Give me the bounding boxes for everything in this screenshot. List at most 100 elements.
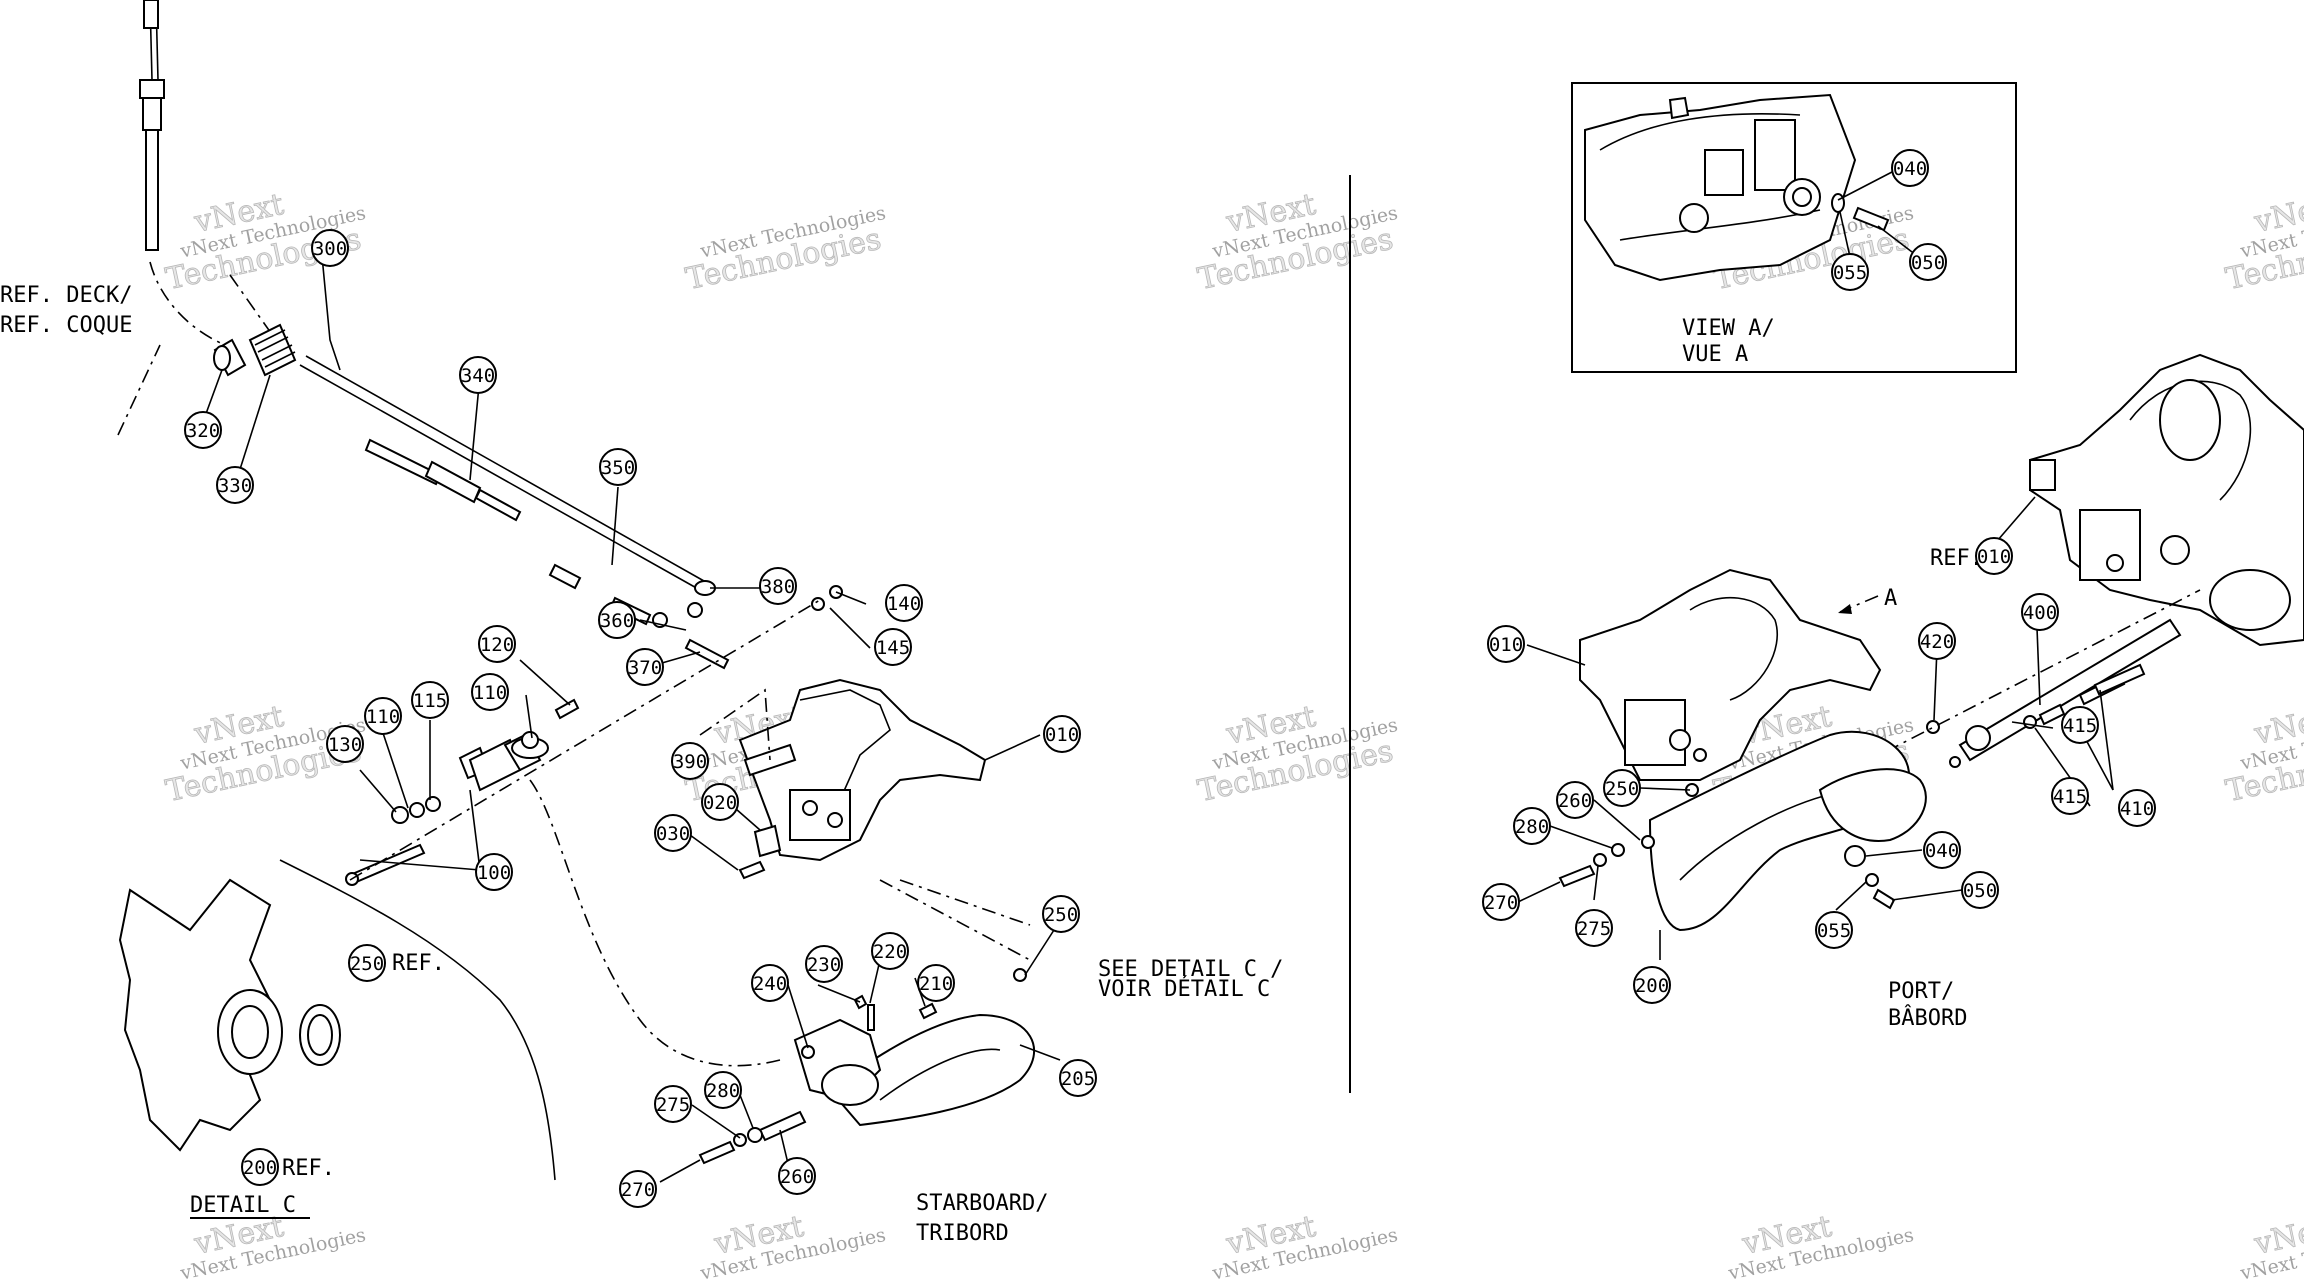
svg-text:030: 030 — [656, 823, 690, 845]
pin-260a — [758, 1110, 807, 1142]
watermark: vNext vNext Technologies Technologies — [2222, 187, 2304, 298]
svg-text:370: 370 — [628, 657, 662, 679]
callout-230: 230 — [805, 945, 843, 983]
starboard-label: STARBOARD/ — [916, 1191, 1048, 1216]
washer-145 — [811, 597, 825, 611]
vue-a-label: VUE A — [1682, 342, 1748, 367]
callout-260-port: 260 — [1556, 781, 1594, 819]
callout-350: 350 — [599, 448, 637, 486]
washer-420 — [1926, 720, 1940, 734]
callouts-left: 300 320 330 340 350 380 140 360 145 370 … — [184, 229, 1097, 1208]
watermark: vNext Technologies Technologies — [682, 202, 887, 298]
callout-145: 145 — [874, 628, 912, 666]
svg-text:050: 050 — [1963, 880, 1997, 902]
ref-label-010-port: REF. — [1930, 546, 1983, 571]
ref-label-200: REF. — [282, 1156, 335, 1181]
cable-route-curve — [529, 779, 781, 1067]
svg-text:400: 400 — [2023, 602, 2057, 624]
see-detail-label: SEE DETAIL C / — [1098, 957, 1283, 982]
callout-100: 100 — [475, 853, 513, 891]
watermark: vNext vNext Technologies Technologies — [1194, 699, 1399, 810]
watermark: vNext vNext Technologies — [2238, 1209, 2304, 1280]
svg-text:200: 200 — [243, 1157, 277, 1179]
voir-detail-label: VOIR DÉTAIL C — [1098, 976, 1270, 1002]
arrow-a-label: A — [1884, 586, 1897, 611]
control-cable-top — [139, 0, 165, 251]
svg-text:415: 415 — [2053, 786, 2087, 808]
svg-text:100: 100 — [477, 862, 511, 884]
callout-120: 120 — [478, 625, 516, 663]
callout-240: 240 — [751, 964, 789, 1002]
svg-text:205: 205 — [1061, 1068, 1095, 1090]
view-a-drawing — [1584, 93, 1890, 282]
svg-text:130: 130 — [328, 734, 362, 756]
screw-210 — [918, 1002, 938, 1020]
washer-110b — [521, 731, 539, 749]
svg-text:230: 230 — [807, 954, 841, 976]
callout-280-port: 280 — [1513, 807, 1551, 845]
dash-bracket — [699, 688, 1031, 926]
svg-text:275: 275 — [1577, 918, 1611, 940]
port-label: PORT/ — [1888, 979, 1954, 1004]
bolt-270a — [698, 1140, 736, 1165]
callout-300: 300 — [311, 229, 349, 267]
callout-415b: 415 — [2051, 777, 2089, 815]
washer-055b — [1865, 873, 1879, 887]
hub-240 — [793, 1018, 882, 1106]
watermark: vNext vNext Technologies — [1210, 1209, 1400, 1280]
svg-text:200: 200 — [1635, 975, 1669, 997]
handle-205-starboard — [828, 1013, 1036, 1127]
nut-320 — [213, 338, 247, 377]
bracket-010-port-lower — [1579, 568, 1882, 781]
bushing-250-starboard — [1013, 968, 1027, 982]
callout-320: 320 — [184, 411, 222, 449]
pivot-pipe-400 — [1949, 618, 2182, 768]
callout-400: 400 — [2021, 593, 2059, 631]
callout-200-detail: 200 — [241, 1148, 279, 1186]
callout-415a: 415 — [2061, 706, 2099, 744]
leader-lines-right — [1517, 171, 2114, 960]
bracket-010-port-upper — [2029, 353, 2304, 647]
svg-text:270: 270 — [621, 1179, 655, 1201]
svg-text:055: 055 — [1833, 262, 1867, 284]
babord-label: BÂBORD — [1888, 1005, 1967, 1031]
callouts-right: 040 050 055 010 010 420 400 415 415 410 … — [1482, 149, 2156, 1004]
callout-115: 115 — [411, 681, 449, 719]
svg-text:110: 110 — [473, 682, 507, 704]
callout-200-port: 200 — [1633, 966, 1671, 1004]
bracket-010-starboard — [738, 678, 987, 862]
svg-text:275: 275 — [656, 1094, 690, 1116]
svg-text:260: 260 — [1558, 790, 1592, 812]
svg-text:115: 115 — [413, 690, 447, 712]
watermark: vNext vNext Technologies Technologies — [1194, 187, 1399, 298]
svg-text:340: 340 — [461, 365, 495, 387]
callout-275-port: 275 — [1575, 909, 1613, 947]
svg-text:010: 010 — [1977, 546, 2011, 568]
washer-280b — [1611, 843, 1625, 857]
svg-text:280: 280 — [1515, 816, 1549, 838]
svg-text:050: 050 — [1911, 252, 1945, 274]
screw-220 — [867, 1004, 875, 1031]
callout-270-port: 270 — [1482, 883, 1520, 921]
callout-360: 360 — [598, 601, 636, 639]
svg-text:250: 250 — [1044, 904, 1078, 926]
ref-label-250: REF. — [392, 951, 445, 976]
svg-text:145: 145 — [876, 637, 910, 659]
svg-text:260: 260 — [780, 1166, 814, 1188]
callout-210: 210 — [917, 964, 955, 1002]
view-a-label: VIEW A/ — [1682, 316, 1775, 341]
svg-text:020: 020 — [703, 792, 737, 814]
ref-coque-label: REF. COQUE — [0, 313, 132, 338]
axis-line-port — [1859, 589, 2201, 766]
callout-250-starboard: 250 — [1042, 895, 1080, 933]
svg-text:110: 110 — [366, 706, 400, 728]
svg-text:140: 140 — [887, 593, 921, 615]
callout-280-starboard: 280 — [704, 1071, 742, 1109]
svg-text:040: 040 — [1925, 840, 1959, 862]
callout-010-starboard: 010 — [1043, 715, 1081, 753]
callout-410: 410 — [2118, 789, 2156, 827]
watermark: vNext vNext Technologies — [1726, 1209, 1916, 1280]
callout-330: 330 — [216, 466, 254, 504]
svg-text:010: 010 — [1045, 724, 1079, 746]
